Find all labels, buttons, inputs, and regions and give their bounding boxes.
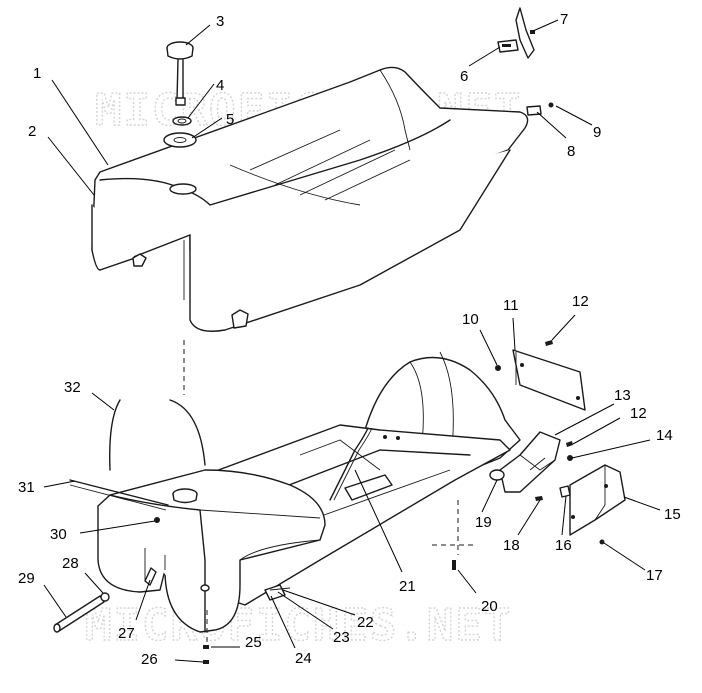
callout-17: 17 [646, 567, 663, 584]
washer-part [163, 132, 197, 148]
callout-10: 10 [462, 311, 479, 328]
callout-21: 21 [399, 578, 416, 595]
callout-1: 1 [33, 65, 41, 82]
callout-31: 31 [18, 479, 35, 496]
callout-13: 13 [614, 387, 631, 404]
frame-assembly [97, 351, 521, 633]
callout-labels: 1 2 3 4 5 6 7 8 9 10 11 12 12 13 14 15 1… [18, 11, 681, 668]
clip-part [100, 592, 110, 602]
callout-6: 6 [460, 68, 468, 85]
callout-26: 26 [141, 651, 158, 668]
callout-4: 4 [216, 77, 224, 94]
callout-11: 11 [503, 297, 519, 314]
callout-5: 5 [226, 111, 234, 128]
seat-cover-part [91, 66, 529, 332]
hose-loop-part [109, 399, 121, 471]
watermark-bottom: MICROFICHES.NET [85, 600, 512, 651]
callout-19: 19 [475, 514, 492, 531]
callout-28: 28 [62, 555, 79, 572]
callout-12-top: 12 [572, 293, 589, 310]
vent-tube-part [329, 427, 369, 501]
callout-32: 32 [64, 379, 81, 396]
washer-small-part [203, 660, 209, 664]
hose-part [69, 479, 169, 506]
callout-2: 2 [28, 123, 36, 140]
callout-20: 20 [481, 598, 498, 615]
bolt-part [144, 567, 157, 586]
callout-12-lower: 12 [630, 405, 647, 422]
callout-29: 29 [18, 570, 35, 587]
callout-23: 23 [333, 629, 350, 646]
callout-22: 22 [357, 614, 374, 631]
callout-25: 25 [245, 634, 262, 651]
callout-8: 8 [567, 143, 575, 160]
callout-18: 18 [503, 537, 520, 554]
leader-lines [43, 19, 661, 663]
nut-part [203, 645, 209, 649]
callout-16: 16 [555, 537, 572, 554]
bracket-part [515, 7, 535, 59]
callout-3: 3 [216, 13, 224, 30]
callout-7: 7 [560, 11, 568, 28]
callout-24: 24 [295, 650, 312, 667]
gasket-part [172, 116, 192, 126]
callout-14: 14 [656, 427, 673, 444]
callout-30: 30 [50, 526, 67, 543]
callout-15: 15 [664, 506, 681, 523]
mount-brackets [452, 340, 626, 570]
callout-9: 9 [593, 124, 601, 141]
callout-27: 27 [118, 625, 135, 642]
